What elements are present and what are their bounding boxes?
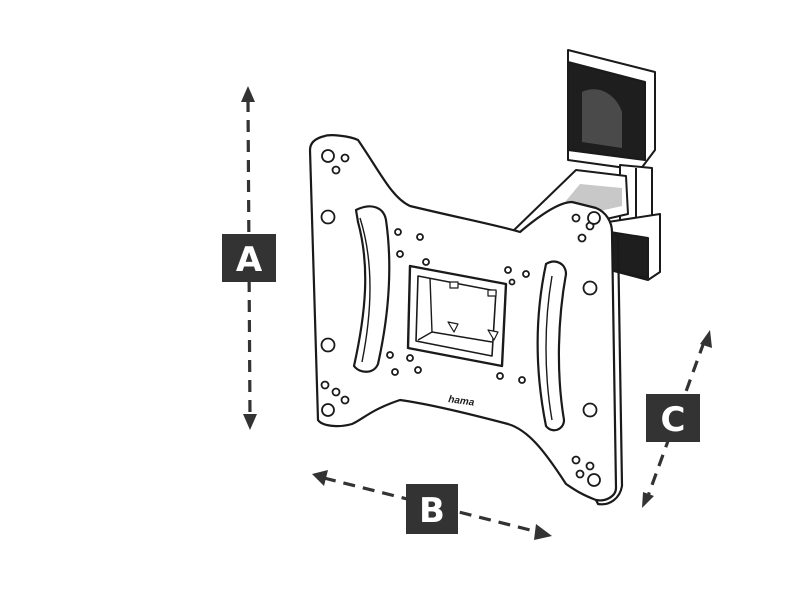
hub-clip-2	[487, 289, 497, 297]
dimension-b: B	[312, 470, 552, 540]
mounting-hole	[577, 233, 587, 243]
dimension-a-box	[222, 234, 276, 282]
dimension-b-arrow-left	[312, 470, 328, 486]
mounting-hole	[582, 280, 598, 296]
dimension-b-label: B	[419, 491, 445, 531]
mounting-hole	[394, 228, 402, 236]
center-hub-inner	[415, 275, 497, 357]
mounting-hole	[575, 469, 585, 479]
dimension-c-label: C	[661, 400, 686, 440]
mounting-hole	[414, 366, 422, 374]
hub-tab-2	[487, 329, 499, 341]
mounting-hole	[396, 250, 404, 258]
mounting-hole	[331, 387, 341, 397]
dimension-b-arrow-right	[534, 524, 552, 540]
dimension-c-arrow-bottom	[642, 492, 654, 508]
brand-logo: hama	[448, 394, 476, 409]
mounting-hole	[571, 213, 581, 223]
mounting-hole	[587, 473, 601, 487]
mounting-hole	[504, 266, 512, 274]
mounting-hole	[340, 395, 350, 405]
mounting-holes	[320, 149, 601, 487]
mounting-hole	[320, 337, 336, 353]
mounting-hole	[331, 165, 341, 175]
mounting-hole	[321, 403, 335, 417]
mounting-hole	[320, 209, 336, 225]
left-slot-inner	[359, 217, 371, 363]
mounting-hole	[391, 368, 399, 376]
mounting-hole	[582, 402, 598, 418]
right-slot	[536, 260, 568, 432]
mounting-hole	[386, 351, 394, 359]
mounting-hole	[422, 258, 430, 266]
wall-block-top-highlight	[582, 89, 622, 148]
hub-tab-1	[447, 321, 459, 333]
mounting-hole	[321, 149, 335, 163]
dimension-a-label: A	[236, 240, 263, 280]
mounting-hole	[496, 372, 504, 380]
mounting-plate	[308, 134, 624, 506]
mounting-hole	[406, 354, 414, 362]
right-slot-inner	[545, 275, 553, 421]
dimension-b-box	[406, 484, 458, 534]
plate-thickness	[595, 231, 624, 506]
mounting-hole	[508, 278, 516, 286]
dimension-a-arrow-bottom	[243, 414, 257, 430]
hub-clip-1	[449, 281, 459, 289]
dimension-a: A	[222, 86, 276, 430]
dimension-c-arrow-top	[700, 330, 712, 348]
dimension-a-arrow-top	[241, 86, 255, 102]
dimension-a-line	[246, 99, 252, 419]
mounting-hole	[340, 153, 350, 163]
left-slot	[352, 205, 391, 373]
mounting-hole	[320, 380, 330, 390]
mounting-hole	[571, 455, 581, 465]
wall-block-bottom-front	[609, 231, 649, 279]
center-hub-depth	[417, 277, 493, 343]
mounting-hole	[416, 233, 424, 241]
dimension-c-box	[646, 394, 700, 442]
mounting-hole	[522, 270, 530, 278]
mounting-hole	[587, 211, 601, 225]
mounting-hole	[585, 461, 595, 471]
mounting-hole	[518, 376, 526, 384]
dimension-c: C	[642, 330, 712, 508]
